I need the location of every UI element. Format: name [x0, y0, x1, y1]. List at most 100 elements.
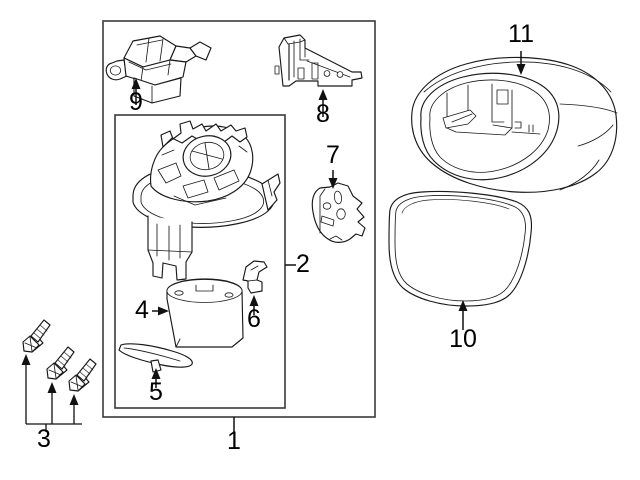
- callout-4-base-cover: 4: [135, 296, 149, 324]
- leader-5: [151, 368, 161, 388]
- housing-rear-crease: [577, 124, 614, 147]
- housing-lower-rear-crease: [559, 159, 600, 191]
- housing-upper-contour: [423, 61, 612, 93]
- callout-2-inner-assembly: 2: [296, 250, 310, 278]
- part-mounting-bolts: [22, 319, 97, 392]
- callout-3-mounting-bolts: 3: [37, 425, 51, 453]
- outer-group-box: [102, 20, 376, 432]
- leader-7-arrowhead: [328, 178, 338, 189]
- actuator-top-ridge-b: [145, 37, 150, 63]
- bracket-hole-b: [336, 71, 344, 78]
- leader-3-arrowhead-b: [47, 382, 57, 393]
- bolt-b: [46, 346, 75, 380]
- actuator-front-face: [123, 57, 187, 86]
- leader-6: [249, 295, 259, 315]
- leader-3: [21, 354, 82, 432]
- actuator-top-ridge-c: [159, 38, 164, 62]
- part-retaining-clip: [242, 260, 268, 294]
- callout-7-backing-plate: 7: [326, 141, 340, 169]
- actuator-front-crease-a: [140, 66, 144, 82]
- callout-1-outer-assembly: 1: [227, 427, 241, 455]
- part-mounting-bracket: [274, 34, 363, 87]
- leader-10: [458, 300, 468, 330]
- leader-3-arrowhead-c: [69, 394, 79, 405]
- housing-interior-floor: [511, 131, 541, 135]
- leader-9-arrowhead: [131, 78, 141, 89]
- retaining-clip-crease-b: [250, 265, 259, 271]
- callout-6-retaining-clip: 6: [247, 305, 261, 333]
- housing-right-crease: [559, 103, 618, 114]
- leader-8: [318, 89, 328, 117]
- callout-10-mirror-glass: 10: [449, 325, 477, 353]
- bracket-pad-b: [311, 62, 319, 80]
- leader-8-arrowhead: [318, 89, 328, 100]
- leader-6-arrowhead: [249, 295, 259, 306]
- base-ring-spoke-b: [204, 142, 210, 170]
- actuator-upper-right-facet: [169, 45, 197, 63]
- leader-10-arrowhead: [458, 300, 468, 311]
- bolt-c-threads: [79, 363, 94, 379]
- base-right-wing-crease: [267, 179, 273, 197]
- base-cover-bottom-crease: [175, 338, 181, 348]
- base-rib-a: [157, 162, 182, 184]
- leader-9: [131, 78, 141, 105]
- base-rib-c: [182, 179, 209, 199]
- base-lower-contour: [173, 195, 227, 206]
- outer-group-rect: [102, 20, 376, 418]
- housing-outer-shell: [411, 56, 618, 193]
- actuator-eyelet-hole: [109, 65, 122, 76]
- bracket-pad-a: [297, 67, 305, 80]
- backing-plate-edge-fold: [319, 188, 326, 234]
- leader-4-arrowhead: [158, 306, 169, 316]
- bracket-hole-a: [323, 70, 331, 77]
- housing-rim-outer: [420, 72, 560, 181]
- inner-group-rect: [114, 114, 286, 409]
- part-motor-base-assembly: [132, 120, 281, 281]
- inner-group-box: [114, 114, 296, 409]
- base-cover-top-slot: [195, 284, 214, 292]
- base-stem-band: [147, 249, 193, 253]
- bolt-b-threads: [57, 351, 72, 367]
- mirror-glass-highlight: [401, 199, 510, 214]
- bracket-top-crease: [283, 37, 306, 45]
- bolt-a-threads: [33, 324, 48, 340]
- leader-11-arrowhead: [516, 64, 526, 75]
- bolt-a-head-cross: [24, 336, 38, 352]
- bolt-b-thread: [54, 346, 75, 370]
- part-mirror-housing-cover: [411, 56, 618, 193]
- part-mirror-glass: [388, 190, 533, 307]
- bracket-side-lug: [274, 65, 280, 75]
- actuator-lower-body: [133, 77, 182, 104]
- backing-plate-hole-b: [336, 208, 346, 220]
- housing-interior-floor-b: [492, 124, 513, 129]
- callout-11-mirror-housing-cover: 11: [508, 20, 534, 48]
- bolt-a: [22, 319, 51, 353]
- callout-9-actuator-motor: 9: [129, 88, 143, 116]
- base-rib-e: [238, 145, 248, 153]
- leader-5-arrowhead: [151, 368, 161, 379]
- backing-plate-hole-a: [322, 202, 332, 210]
- housing-interior-slots: [528, 124, 534, 133]
- mirror-glass-outer: [388, 190, 533, 307]
- seal-blade-ridge: [123, 347, 181, 362]
- actuator-flange-crease: [195, 55, 207, 61]
- base-stem-leg: [147, 215, 193, 281]
- bolt-b-head-cross: [48, 363, 62, 379]
- callout-5-seal-blade: 5: [149, 378, 163, 406]
- part-seal-blade: [118, 343, 193, 373]
- base-rib-b: [161, 149, 175, 156]
- housing-rim-inner: [429, 79, 550, 173]
- part-actuator-motor: [105, 35, 212, 104]
- part-backing-plate: [311, 182, 366, 243]
- bolt-c-thread: [76, 358, 97, 382]
- bolt-a-thread: [30, 319, 51, 343]
- bolt-c-head-cross: [70, 375, 84, 391]
- leader-7: [328, 170, 338, 189]
- bracket-web-line-b: [299, 38, 310, 61]
- base-cover-hole-a: [174, 290, 184, 296]
- actuator-top-ridge-a: [136, 39, 163, 46]
- actuator-body-band: [128, 61, 172, 71]
- housing-interior-tab-crease: [451, 113, 473, 123]
